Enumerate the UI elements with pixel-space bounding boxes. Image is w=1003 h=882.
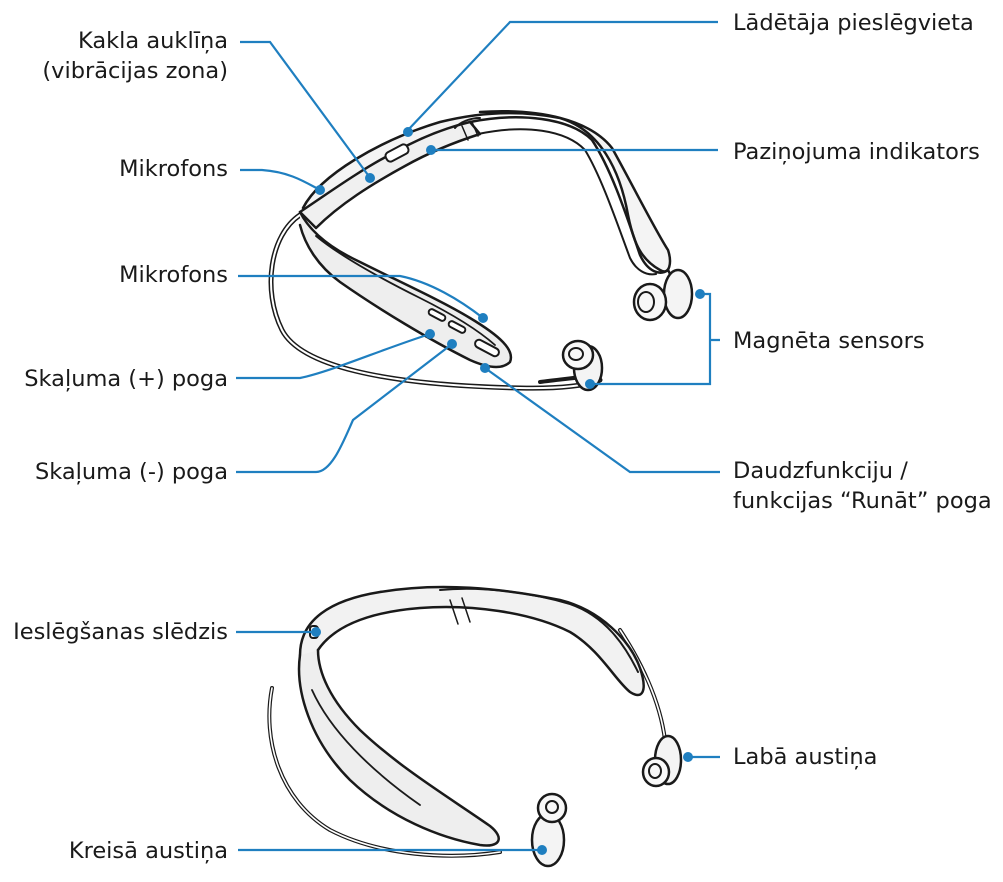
label-mic-top: Mikrofons xyxy=(119,156,228,182)
label-multi: Daudzfunkciju / funkcijas “Runāt” poga xyxy=(733,456,992,516)
dot-neckband xyxy=(365,173,375,183)
leader-neckband xyxy=(240,40,369,176)
label-neckband-line1: Kakla auklīņa xyxy=(78,28,228,54)
top-headset-illustration xyxy=(268,110,694,392)
bottom-headset-illustration xyxy=(267,585,683,868)
label-multi-line1: Daudzfunkciju / xyxy=(733,458,908,484)
label-magnet: Magnēta sensors xyxy=(733,328,925,354)
leader-dots xyxy=(311,127,705,855)
dot-vol-up xyxy=(425,329,435,339)
label-right-earbud: Labā austiņa xyxy=(733,744,878,770)
dot-charger xyxy=(403,127,413,137)
leader-vol-down xyxy=(236,343,453,474)
label-power-switch: Ieslēgšanas slēdzis xyxy=(13,619,228,645)
dot-mic-top xyxy=(315,185,325,195)
leader-charger xyxy=(407,20,718,131)
dot-notification xyxy=(426,145,436,155)
leader-mic-mid xyxy=(238,274,484,319)
dot-multi xyxy=(480,363,490,373)
leader-mic-top xyxy=(240,168,321,191)
label-vol-up: Skaļuma (+) poga xyxy=(24,366,228,392)
label-left-earbud: Kreisā austiņa xyxy=(68,838,228,864)
dot-right-earbud xyxy=(683,752,693,762)
label-notification: Paziņojuma indikators xyxy=(733,139,980,165)
dot-magnet-left xyxy=(585,379,595,389)
label-neckband-line2: (vibrācijas zona) xyxy=(42,58,228,84)
label-charger-port: Lādētāja pieslēgvieta xyxy=(733,10,974,36)
leader-vol-up xyxy=(236,332,431,380)
dot-vol-down xyxy=(447,339,457,349)
leader-multi xyxy=(484,367,720,474)
dot-mic-mid xyxy=(478,313,488,323)
dot-left-earbud xyxy=(537,845,547,855)
dot-magnet-right xyxy=(695,289,705,299)
label-multi-line2: funkcijas “Runāt” poga xyxy=(733,488,992,514)
dot-power xyxy=(311,627,321,637)
label-mic-mid: Mikrofons xyxy=(119,262,228,288)
label-vol-down: Skaļuma (-) poga xyxy=(34,459,228,485)
leader-lines xyxy=(236,20,720,852)
label-neckband: Kakla auklīņa (vibrācijas zona) xyxy=(42,26,228,86)
